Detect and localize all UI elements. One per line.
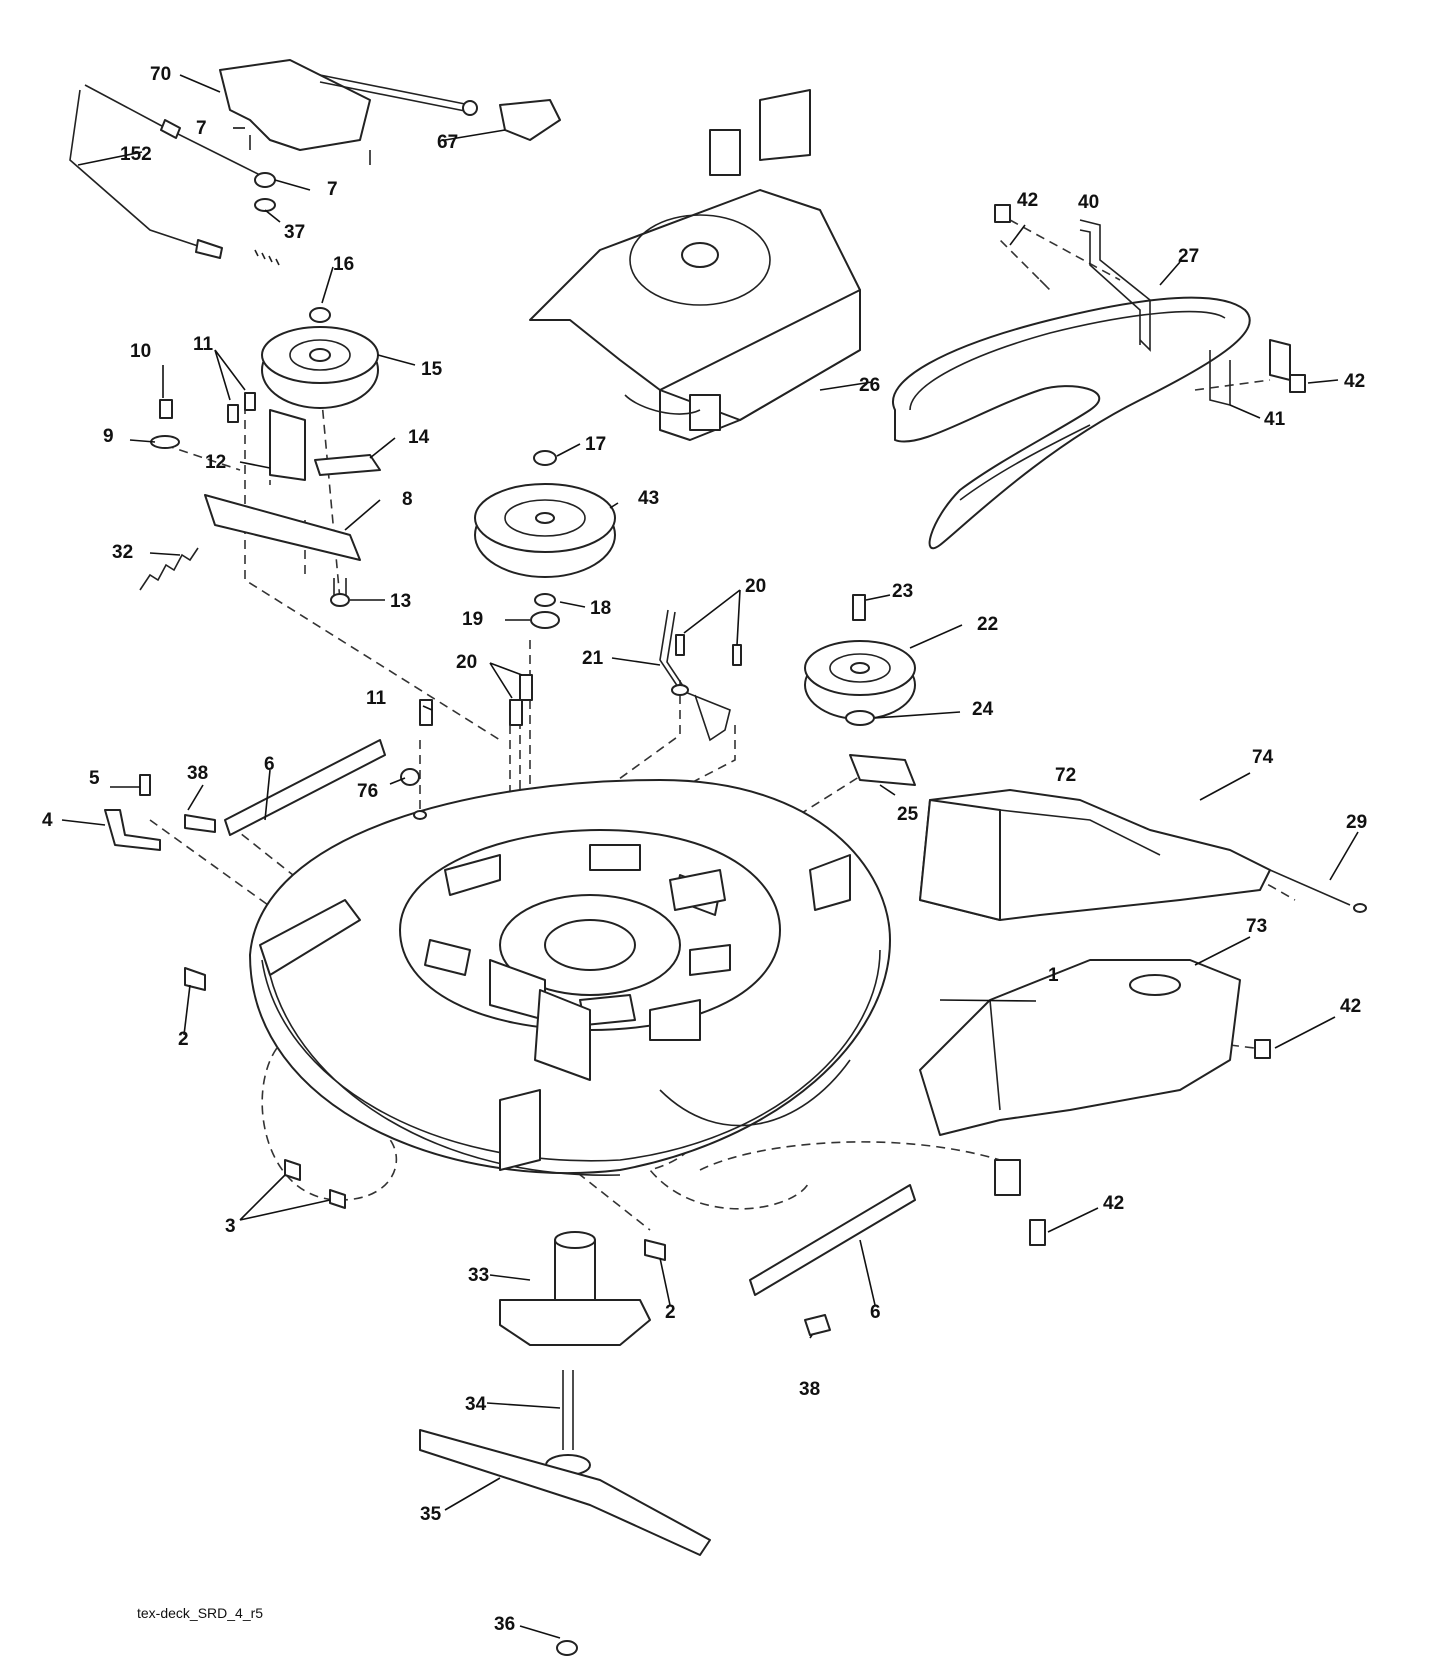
idler-pulley-15	[261, 307, 379, 409]
diagram-caption: tex-deck_SRD_4_r5	[137, 1605, 263, 1621]
callout-42: 42	[1340, 996, 1361, 1017]
callout-21: 21	[582, 648, 604, 669]
callout-8: 8	[402, 489, 413, 510]
callout-14: 14	[408, 427, 430, 448]
callout-labels: 70 7 7 67 152 37 16 15 10 11 9 12 14 8 3…	[42, 64, 1367, 1635]
deck-bolts	[400, 674, 533, 820]
callout-19: 19	[462, 609, 483, 630]
callout-2: 2	[665, 1302, 676, 1323]
main-pulley-43	[474, 450, 616, 629]
callout-42: 42	[1103, 1193, 1124, 1214]
callout-76: 76	[357, 781, 378, 802]
callout-41: 41	[1264, 409, 1286, 430]
callout-6: 6	[870, 1302, 881, 1323]
callout-4: 4	[42, 810, 53, 831]
callout-1: 1	[1048, 965, 1059, 986]
callout-73: 73	[1246, 916, 1267, 937]
callout-72: 72	[1055, 765, 1076, 786]
callout-43: 43	[638, 488, 659, 509]
pulley-cover	[529, 89, 861, 441]
idler-pulley-22	[804, 594, 916, 786]
callout-5: 5	[89, 768, 100, 789]
control-cable-assembly	[69, 59, 561, 266]
callout-9: 9	[103, 426, 114, 447]
callout-7: 7	[327, 179, 338, 200]
callout-24: 24	[972, 699, 994, 720]
callout-15: 15	[421, 359, 443, 380]
discharge-chute-72	[919, 789, 1367, 921]
callout-42: 42	[1017, 190, 1038, 211]
spindle-assembly	[419, 1231, 711, 1656]
callout-152: 152	[120, 144, 152, 165]
idler-arm-21	[659, 609, 742, 742]
callout-36: 36	[494, 1614, 515, 1635]
callout-74: 74	[1252, 747, 1274, 768]
callout-2: 2	[178, 1029, 189, 1050]
callout-38: 38	[799, 1379, 820, 1400]
mower-deck-housing	[249, 779, 891, 1176]
callout-3: 3	[225, 1216, 236, 1237]
callout-40: 40	[1078, 192, 1099, 213]
callout-10: 10	[130, 341, 151, 362]
callout-17: 17	[585, 434, 606, 455]
callout-38: 38	[187, 763, 208, 784]
callout-23: 23	[892, 581, 913, 602]
discharge-deflector-73	[919, 959, 1271, 1246]
callout-34: 34	[465, 1394, 487, 1415]
callout-leaders	[61, 74, 1359, 1639]
deck-hanger-right	[644, 1184, 916, 1336]
callout-37: 37	[284, 222, 305, 243]
callout-16: 16	[333, 254, 354, 275]
callout-11: 11	[193, 334, 214, 355]
callout-20: 20	[745, 576, 766, 597]
belt-guide-rod	[1079, 219, 1291, 407]
callout-12: 12	[205, 452, 226, 473]
callout-25: 25	[897, 804, 919, 825]
callout-13: 13	[390, 591, 411, 612]
callout-35: 35	[420, 1504, 442, 1525]
callout-6: 6	[264, 754, 275, 775]
callout-42: 42	[1344, 371, 1365, 392]
callout-27: 27	[1178, 246, 1199, 267]
callout-20: 20	[456, 652, 477, 673]
callout-22: 22	[977, 614, 998, 635]
deck-hanger-left	[104, 739, 386, 1209]
callout-26: 26	[859, 375, 880, 396]
callout-11: 11	[366, 688, 387, 709]
callout-18: 18	[590, 598, 611, 619]
callout-33: 33	[468, 1265, 489, 1286]
idler-arm-bracket	[139, 392, 381, 607]
callout-70: 70	[150, 64, 171, 85]
callout-7: 7	[196, 118, 207, 139]
fasteners-misc	[994, 204, 1306, 393]
callout-32: 32	[112, 542, 133, 563]
callout-29: 29	[1346, 812, 1367, 833]
drive-belt	[892, 296, 1251, 550]
callout-67: 67	[437, 132, 458, 153]
